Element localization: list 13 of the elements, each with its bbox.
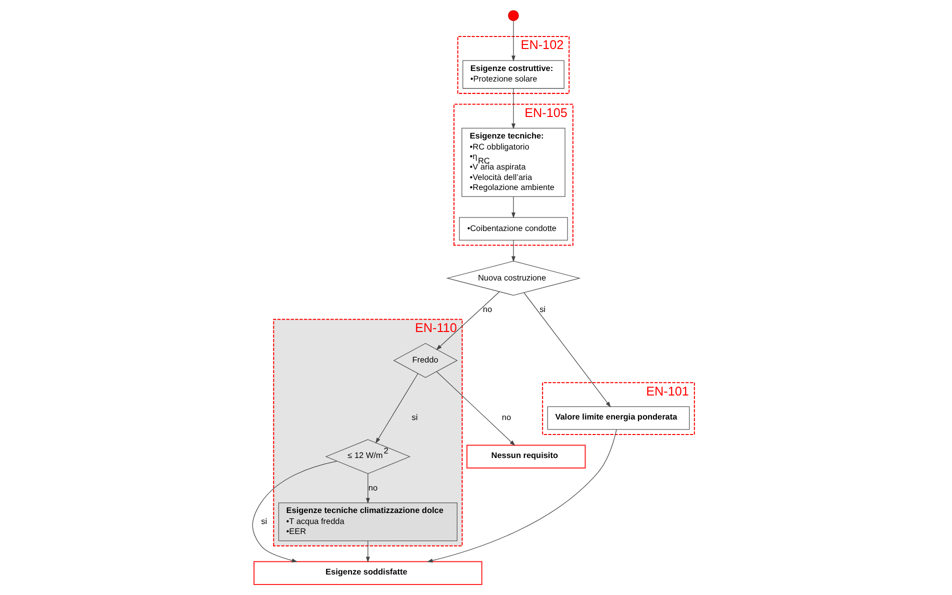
arrow <box>426 429 617 562</box>
arrow <box>511 240 516 262</box>
arrow <box>524 292 611 408</box>
arrow <box>511 88 516 130</box>
arrow <box>252 460 338 562</box>
arrow <box>436 371 516 446</box>
arrow <box>511 196 516 218</box>
node-circle <box>508 10 519 21</box>
arrow <box>366 540 370 562</box>
arrow <box>511 20 516 62</box>
arrow <box>366 473 370 504</box>
arrow <box>376 373 418 444</box>
arrow <box>436 292 500 350</box>
